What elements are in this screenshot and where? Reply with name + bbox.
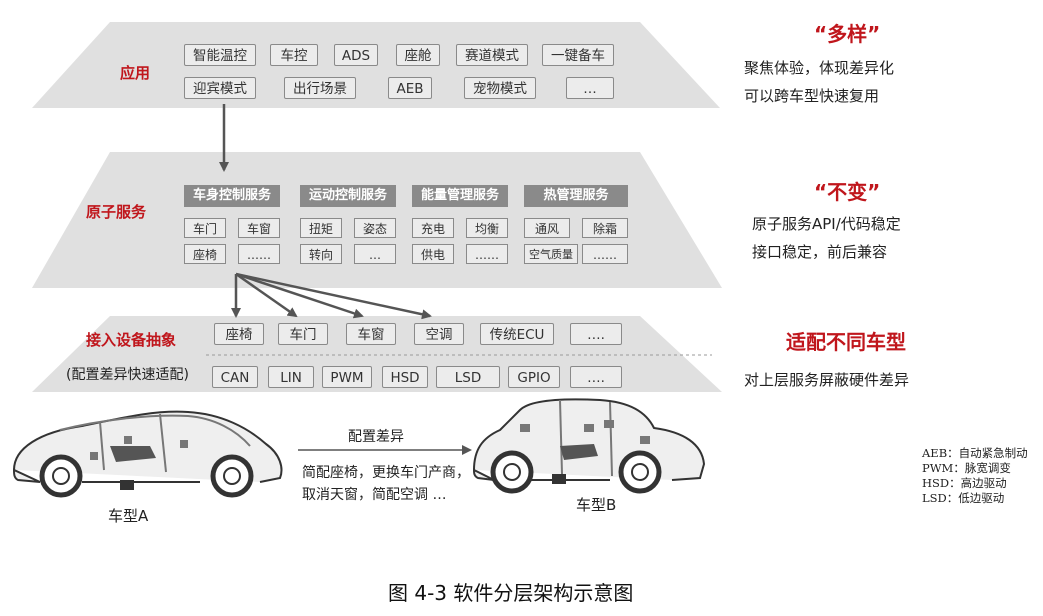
atomic-item: …… bbox=[238, 244, 280, 264]
atomic-item: 充电 bbox=[412, 218, 454, 238]
app-box-pet-mode: 宠物模式 bbox=[464, 77, 536, 99]
device-box-seat: 座椅 bbox=[214, 323, 264, 345]
atomic-item: … bbox=[354, 244, 396, 264]
config-diff-line-1: 简配座椅，更换车门产商， bbox=[302, 465, 470, 481]
atomic-item: 通风 bbox=[524, 218, 570, 238]
legend-pwm: PWM：脉宽调变 bbox=[922, 461, 1011, 475]
figure-caption: 图 4-3 软件分层架构示意图 bbox=[388, 581, 634, 605]
atomic-to-device-arrows bbox=[231, 272, 432, 320]
app-box-cockpit: 座舱 bbox=[396, 44, 440, 66]
device-layer-subtitle: (配置差异快速适配) bbox=[66, 367, 189, 383]
device-annotation-heading: 适配不同车型 bbox=[786, 330, 906, 354]
app-annotation-heading: “多样” bbox=[814, 22, 881, 46]
car-a-illustration bbox=[12, 410, 283, 498]
atomic-annotation-line-2: 接口稳定，前后兼容 bbox=[752, 243, 888, 261]
legend-hsd: HSD：高边驱动 bbox=[922, 476, 1007, 490]
legend-aeb: AEB：自动紧急制动 bbox=[922, 446, 1028, 460]
atomic-item: 均衡 bbox=[466, 218, 508, 238]
atomic-group-header-motion: 运动控制服务 bbox=[300, 185, 396, 207]
device-box-legacy-ecu: 传统ECU bbox=[480, 323, 554, 345]
device-box-more-2: …. bbox=[570, 366, 622, 388]
device-box-lsd: LSD bbox=[436, 366, 500, 388]
atomic-group-header-thermal: 热管理服务 bbox=[524, 185, 628, 207]
app-annotation-line-2: 可以跨车型快速复用 bbox=[744, 87, 880, 105]
device-box-ac: 空调 bbox=[414, 323, 464, 345]
app-layer-title: 应用 bbox=[120, 64, 151, 82]
device-box-lin: LIN bbox=[268, 366, 314, 388]
atomic-annotation-heading: “不变” bbox=[814, 180, 881, 204]
config-diff-line-2: 取消天窗，简配空调 … bbox=[302, 487, 447, 503]
atomic-item: 姿态 bbox=[354, 218, 396, 238]
atomic-item: 空气质量 bbox=[524, 244, 578, 264]
atomic-item: …… bbox=[582, 244, 628, 264]
app-box-ads: ADS bbox=[334, 44, 378, 66]
legend-lsd: LSD：低边驱动 bbox=[922, 491, 1005, 505]
device-box-gpio: GPIO bbox=[508, 366, 560, 388]
device-box-pwm: PWM bbox=[322, 366, 372, 388]
atomic-item: 车窗 bbox=[238, 218, 280, 238]
app-box-one-key-prep: 一键备车 bbox=[542, 44, 614, 66]
device-box-window: 车窗 bbox=[346, 323, 396, 345]
atomic-item: 除霜 bbox=[582, 218, 628, 238]
app-annotation-line-1: 聚焦体验，体现差异化 bbox=[744, 59, 895, 77]
device-layer-title: 接入设备抽象 bbox=[86, 331, 177, 349]
device-box-hsd: HSD bbox=[382, 366, 428, 388]
atomic-item: 座椅 bbox=[184, 244, 226, 264]
atomic-annotation-line-1: 原子服务API/代码稳定 bbox=[752, 215, 901, 233]
device-annotation-line-1: 对上层服务屏蔽硬件差异 bbox=[744, 371, 910, 389]
app-box-vehicle-control: 车控 bbox=[270, 44, 318, 66]
car-b-illustration bbox=[472, 398, 706, 494]
atomic-item: 转向 bbox=[300, 244, 342, 264]
config-diff-label: 配置差异 bbox=[348, 429, 404, 445]
app-box-aeb: AEB bbox=[388, 77, 432, 99]
device-box-can: CAN bbox=[212, 366, 258, 388]
device-box-more: …. bbox=[570, 323, 622, 345]
atomic-group-header-body: 车身控制服务 bbox=[184, 185, 280, 207]
atomic-layer-title: 原子服务 bbox=[86, 203, 147, 221]
app-box-travel-scene: 出行场景 bbox=[284, 77, 356, 99]
atomic-item: 扭矩 bbox=[300, 218, 342, 238]
atomic-item: 供电 bbox=[412, 244, 454, 264]
atomic-group-header-energy: 能量管理服务 bbox=[412, 185, 508, 207]
app-box-track-mode: 赛道模式 bbox=[456, 44, 528, 66]
device-box-door: 车门 bbox=[278, 323, 328, 345]
car-a-label: 车型A bbox=[108, 507, 149, 525]
app-box-more: … bbox=[566, 77, 614, 99]
car-b-label: 车型B bbox=[576, 496, 617, 514]
app-box-welcome-mode: 迎宾模式 bbox=[184, 77, 256, 99]
atomic-item: …… bbox=[466, 244, 508, 264]
app-box-smart-temp: 智能温控 bbox=[184, 44, 256, 66]
atomic-item: 车门 bbox=[184, 218, 226, 238]
